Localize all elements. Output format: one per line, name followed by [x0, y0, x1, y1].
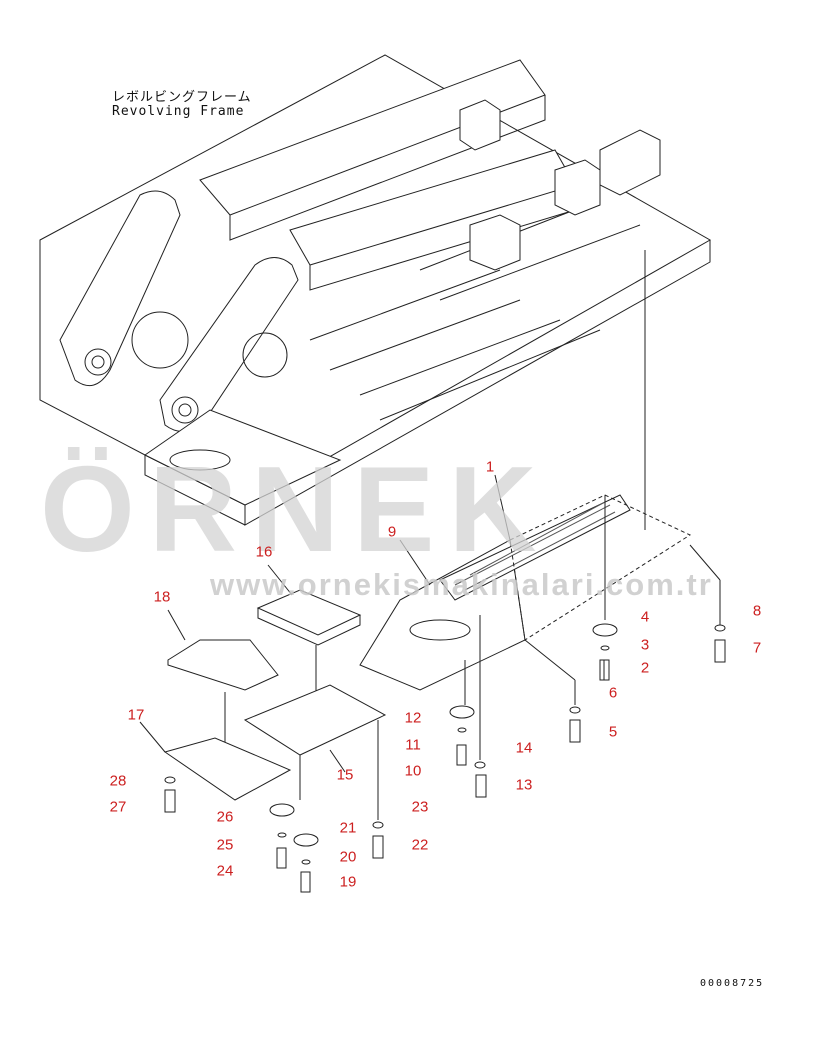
- callout-12[interactable]: 12: [404, 709, 422, 727]
- callout-11[interactable]: 11: [405, 736, 421, 754]
- callout-21[interactable]: 21: [339, 819, 357, 837]
- callout-13[interactable]: 13: [515, 776, 533, 794]
- callout-9[interactable]: 9: [387, 523, 397, 541]
- callout-24[interactable]: 24: [216, 862, 234, 880]
- callout-27[interactable]: 27: [109, 798, 127, 816]
- watermark-url: www.ornekismakinalari.com.tr: [210, 567, 713, 602]
- title-english: Revolving Frame: [112, 104, 245, 119]
- callout-20[interactable]: 20: [339, 848, 357, 866]
- callout-25[interactable]: 25: [216, 836, 234, 854]
- callout-17[interactable]: 17: [127, 706, 145, 724]
- callout-14[interactable]: 14: [515, 739, 533, 757]
- watermark-logo: ÖRNEK: [40, 441, 551, 577]
- callout-19[interactable]: 19: [339, 873, 357, 891]
- title-japanese: レボルビングフレーム: [112, 90, 252, 105]
- callout-2[interactable]: 2: [640, 659, 650, 677]
- callout-8[interactable]: 8: [752, 602, 762, 620]
- callout-10[interactable]: 10: [404, 762, 422, 780]
- callout-28[interactable]: 28: [109, 772, 127, 790]
- callout-1[interactable]: 1: [485, 458, 495, 476]
- callout-16[interactable]: 16: [255, 543, 273, 561]
- callout-4[interactable]: 4: [640, 608, 650, 626]
- callout-6[interactable]: 6: [608, 684, 618, 702]
- callout-26[interactable]: 26: [216, 808, 234, 826]
- revolving-frame-drawing: [39, 54, 712, 530]
- callout-5[interactable]: 5: [608, 723, 618, 741]
- callout-7[interactable]: 7: [752, 639, 762, 657]
- callout-3[interactable]: 3: [640, 636, 650, 654]
- callout-15[interactable]: 15: [336, 766, 354, 784]
- drawing-number: 00008725: [700, 978, 765, 989]
- callout-22[interactable]: 22: [411, 836, 429, 854]
- callout-18[interactable]: 18: [153, 588, 171, 606]
- undercover-parts-drawing: [139, 474, 726, 893]
- callout-23[interactable]: 23: [411, 798, 429, 816]
